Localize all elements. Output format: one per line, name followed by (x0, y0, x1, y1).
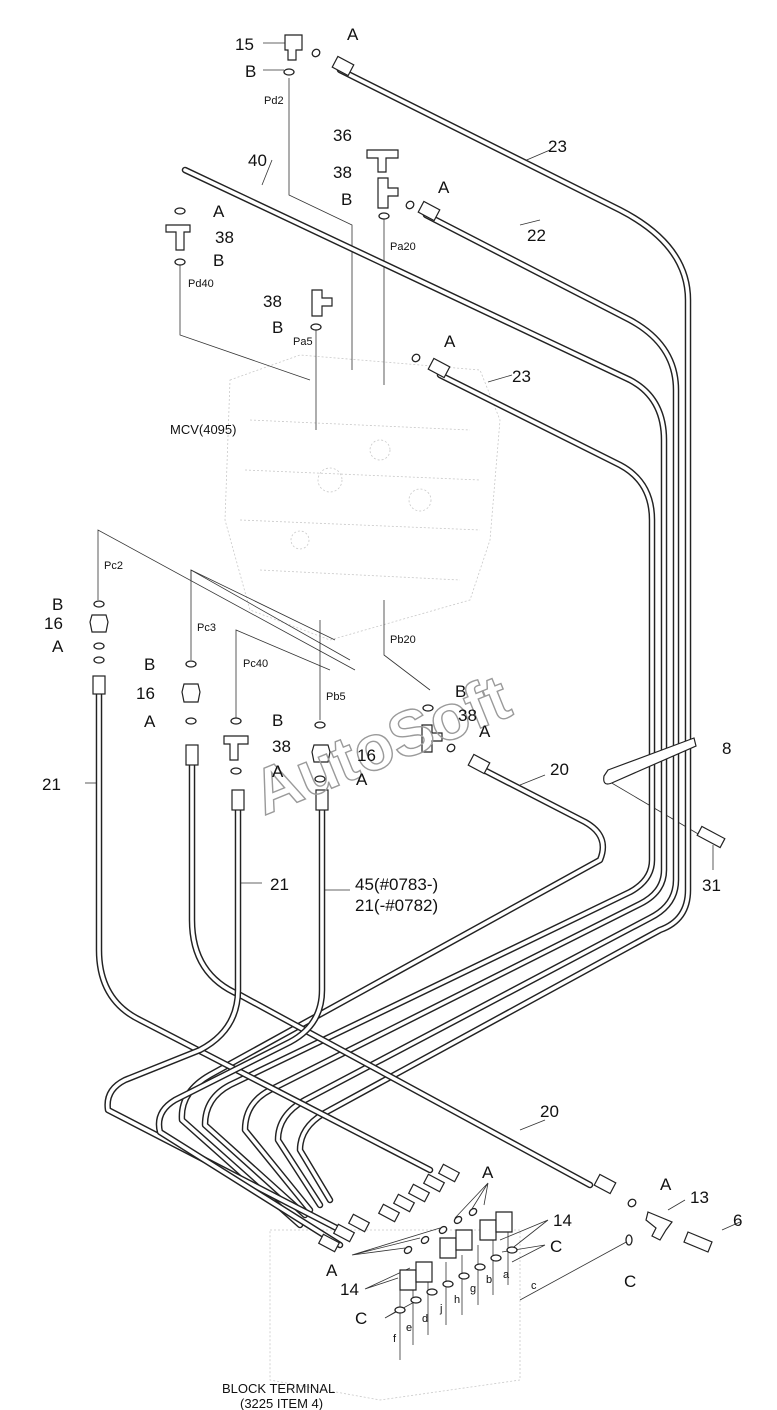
label-36: 36 (333, 126, 352, 145)
fittings (89, 34, 726, 1291)
label-31: 31 (702, 876, 721, 895)
port-pb5: Pb5 (326, 691, 346, 703)
letter-a: A (326, 1261, 338, 1280)
port-pc3: Pc3 (197, 622, 216, 634)
letter-c: C (624, 1272, 636, 1291)
port-d: d (422, 1313, 428, 1325)
port-c: c (531, 1280, 537, 1292)
mcv-body-ghost (224, 354, 521, 1401)
label-15: 15 (235, 35, 254, 54)
label-38: 38 (458, 706, 477, 725)
letter-b: B (272, 711, 283, 730)
label-40: 40 (248, 151, 267, 170)
label-20: 20 (540, 1102, 559, 1121)
port-j: j (439, 1303, 442, 1315)
letter-b: B (144, 655, 155, 674)
letter-a: A (660, 1175, 672, 1194)
letter-a: A (52, 637, 64, 656)
block-terminal-label: BLOCK TERMINAL (222, 1381, 335, 1396)
label-20: 20 (550, 760, 569, 779)
letter-a: A (444, 332, 456, 351)
port-b: b (486, 1274, 492, 1286)
label-38: 38 (333, 163, 352, 182)
port-pc2: Pc2 (104, 560, 123, 572)
port-e: e (406, 1322, 412, 1334)
letter-b: B (52, 595, 63, 614)
label-22: 22 (527, 226, 546, 245)
label-21-alt: 21(-#0782) (355, 896, 438, 915)
letter-a: A (482, 1163, 494, 1182)
port-g: g (470, 1283, 476, 1295)
hose-ends (92, 55, 617, 1253)
letter-b: B (455, 682, 466, 701)
seal-letters: A B A B A B B A B A B A B A A B A A A C … (52, 25, 672, 1328)
label-23: 23 (512, 367, 531, 386)
label-38: 38 (272, 737, 291, 756)
letter-a: A (144, 712, 156, 731)
label-8: 8 (722, 739, 731, 758)
leader-lines (85, 42, 741, 1360)
port-pc40: Pc40 (243, 658, 268, 670)
letter-a: A (356, 770, 368, 789)
letter-a: A (347, 25, 359, 44)
label-14: 14 (553, 1211, 572, 1230)
label-6: 6 (733, 1211, 742, 1230)
port-pd2: Pd2 (264, 95, 284, 107)
mcv-label: MCV(4095) (170, 422, 236, 437)
port-pd40: Pd40 (188, 278, 214, 290)
label-38: 38 (215, 228, 234, 247)
port-h: h (454, 1294, 460, 1306)
label-21: 21 (270, 875, 289, 894)
port-pb20: Pb20 (390, 634, 416, 646)
letter-c: C (355, 1309, 367, 1328)
letter-a: A (272, 762, 284, 781)
label-45: 45(#0783-) (355, 875, 438, 894)
letter-b: B (213, 251, 224, 270)
port-a: a (503, 1269, 510, 1281)
label-21: 21 (42, 775, 61, 794)
letter-b: B (245, 62, 256, 81)
label-16: 16 (44, 614, 63, 633)
port-pa20: Pa20 (390, 241, 416, 253)
block-port-letters: a b c g h j d e f BLOCK TERMINAL (3225 I… (222, 1269, 537, 1410)
letter-a: A (479, 722, 491, 741)
letter-a: A (213, 202, 225, 221)
label-13: 13 (690, 1188, 709, 1207)
letter-b: B (272, 318, 283, 337)
label-16: 16 (136, 684, 155, 703)
letter-a: A (438, 178, 450, 197)
hose-group (95, 66, 692, 1249)
letter-b: B (341, 190, 352, 209)
part-numbers: 15 36 38 40 23 22 38 38 23 16 16 38 16 3… (42, 35, 742, 1299)
label-14: 14 (340, 1280, 359, 1299)
label-16: 16 (357, 746, 376, 765)
port-pa5: Pa5 (293, 336, 313, 348)
letter-c: C (550, 1237, 562, 1256)
port-f: f (393, 1333, 397, 1345)
label-38: 38 (263, 292, 282, 311)
port-labels: Pd2 Pa20 Pd40 Pa5 Pc2 Pc3 Pc40 Pb5 Pb20 … (104, 95, 416, 703)
block-terminal-ref: (3225 ITEM 4) (240, 1396, 323, 1410)
o-rings (93, 48, 637, 1314)
label-23: 23 (548, 137, 567, 156)
